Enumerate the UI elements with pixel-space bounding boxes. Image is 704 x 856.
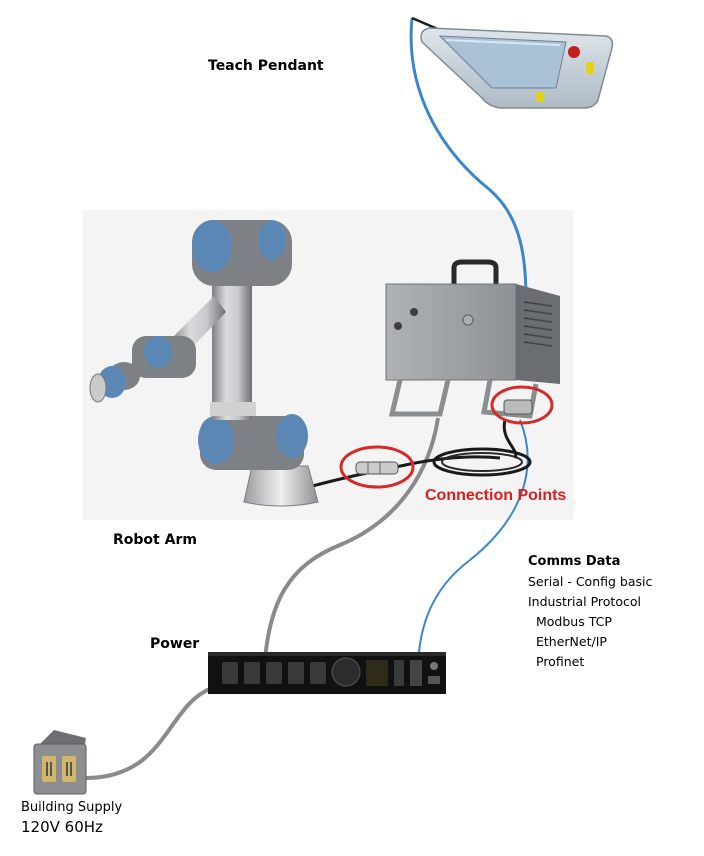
teach-pendant (420, 27, 614, 109)
pendant-yellow-button-2 (536, 92, 544, 102)
robot-cable (297, 455, 501, 492)
robot-cable-connector (355, 461, 399, 475)
comms-data-title: Comms Data (528, 554, 621, 569)
cable-coil (432, 447, 532, 477)
cable-coil-inner (441, 452, 523, 472)
robot-arm-label: Robot Arm (113, 532, 197, 548)
controller-robot-cable (502, 419, 518, 459)
comms-line-serial: Serial - Config basic (528, 574, 653, 589)
robot-arm (89, 220, 319, 507)
wall-outlet (33, 730, 87, 795)
comms-line-industrial-protocol: Industrial Protocol (528, 594, 641, 609)
comms-line-profinet: Profinet (536, 654, 585, 669)
connection-circle-robot (339, 445, 415, 489)
building-supply-label: Building Supply (21, 800, 123, 815)
supply-cable (85, 686, 213, 780)
power-label: Power (150, 636, 200, 652)
control-box (385, 259, 560, 419)
connection-circle-controller (490, 385, 554, 425)
comms-cable (417, 419, 529, 673)
power-strip (208, 652, 446, 694)
building-supply-spec: 120V 60Hz (21, 818, 103, 836)
teach-pendant-label: Teach Pendant (208, 58, 324, 74)
comms-line-ethernet-ip: EtherNet/IP (536, 634, 607, 649)
connection-points-label: Connection Points (425, 487, 567, 504)
controller-connector (503, 399, 533, 415)
pendant-cable (409, 17, 528, 301)
pendant-yellow-button (586, 62, 594, 74)
emergency-stop-button (568, 46, 580, 58)
comms-line-modbus: Modbus TCP (536, 614, 612, 629)
controller-power-cable (262, 417, 440, 673)
